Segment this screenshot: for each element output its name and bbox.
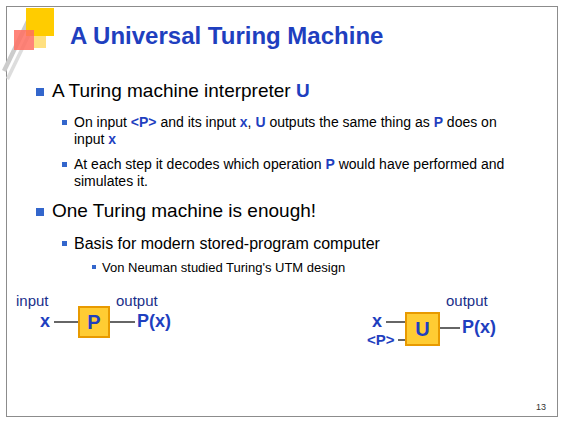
- io-symbol: P(x): [137, 311, 171, 332]
- io-symbol: P(x): [462, 317, 496, 338]
- bullet-marker: [36, 208, 44, 216]
- bullet-phrase: On input: [74, 114, 127, 130]
- bullet-text: One Turing machine is enough!: [52, 200, 532, 223]
- bullet-marker: [36, 88, 44, 96]
- bullet-phrase: Von Neuman studied Turing's UTM design: [102, 260, 345, 275]
- bullet-phrase: At each step it decodes which operation: [74, 156, 322, 172]
- bullet-marker: [92, 265, 96, 269]
- symbol-name: <P>: [131, 114, 157, 130]
- slide-title: A Universal Turing Machine: [70, 22, 383, 50]
- symbol-name: U: [296, 80, 310, 101]
- bullet-text: On input <P> and its input x, U outputs …: [74, 114, 514, 148]
- bullet-marker: [62, 241, 67, 246]
- corner-ornament: [2, 8, 54, 80]
- symbol-name: U: [255, 114, 265, 130]
- bullet-text: Von Neuman studied Turing's UTM design: [102, 260, 522, 276]
- bullet-text: Basis for modern stored-program computer: [74, 234, 514, 253]
- bullet-phrase: outputs the same thing as: [269, 114, 429, 130]
- io-symbol: <P>: [367, 331, 395, 348]
- symbol-name: x: [240, 114, 248, 130]
- bullet-phrase: and its input: [160, 114, 236, 130]
- bullet-phrase: ,: [248, 114, 252, 130]
- symbol-name: x: [108, 131, 116, 147]
- io-wires: [54, 322, 460, 340]
- machine-box: P: [78, 306, 110, 338]
- io-symbol: x: [372, 311, 382, 332]
- bullet-phrase: A Turing machine interpreter: [52, 80, 291, 101]
- io-symbol: x: [40, 311, 50, 332]
- bullet-phrase: One Turing machine is enough!: [52, 200, 316, 221]
- bullet-text: At each step it decodes which operation …: [74, 156, 514, 190]
- machine-box: U: [405, 312, 440, 346]
- symbol-name: P: [325, 156, 334, 172]
- symbol-name: P: [434, 114, 443, 130]
- bullet-marker: [62, 120, 67, 125]
- io-caption: output: [116, 292, 158, 309]
- bullet-text: A Turing machine interpreter U: [52, 80, 532, 103]
- bullet-phrase: Basis for modern stored-program computer: [74, 235, 380, 252]
- page-number: 13: [536, 402, 546, 412]
- machine-name: U: [415, 318, 429, 341]
- io-caption: input: [16, 292, 49, 309]
- slide-frame: [7, 7, 558, 417]
- machine-name: P: [87, 311, 100, 334]
- io-caption: output: [446, 292, 488, 309]
- bullet-marker: [62, 162, 67, 167]
